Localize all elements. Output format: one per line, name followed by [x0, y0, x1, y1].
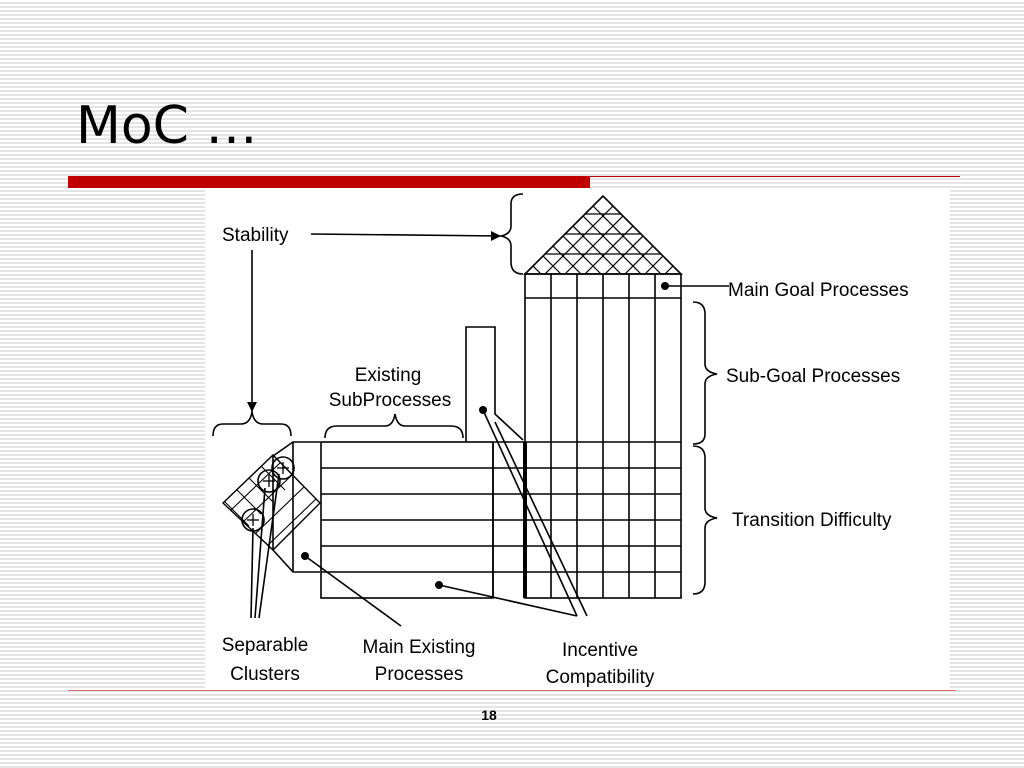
title-underline-line	[590, 176, 960, 177]
moc-diagram: Stability Main Goal Processes Sub-Goal P…	[205, 190, 950, 690]
brace-sub-goal	[692, 301, 718, 445]
label-transition-difficulty: Transition Difficulty	[732, 510, 892, 531]
label-processes: Processes	[375, 664, 464, 685]
label-compatibility: Compatibility	[546, 667, 655, 688]
label-stability: Stability	[222, 225, 289, 246]
leader-arrowheads	[247, 231, 501, 412]
slide-title: MoC …	[76, 96, 258, 156]
cluster-plus-signs	[247, 462, 289, 526]
roof-lattice	[525, 196, 681, 274]
brace-stability	[212, 411, 292, 437]
leader-lines	[250, 233, 729, 627]
label-existing: Existing	[355, 365, 422, 386]
label-main-goal-processes: Main Goal Processes	[728, 280, 909, 301]
main-goal-roof	[523, 194, 683, 275]
moc-diagram-svg: Stability Main Goal Processes Sub-Goal P…	[212, 193, 909, 688]
leader-dots	[301, 282, 669, 589]
label-subprocesses: SubProcesses	[329, 390, 452, 411]
label-incentive: Incentive	[562, 640, 638, 661]
brace-existing-sub	[324, 413, 464, 439]
chimney	[465, 326, 524, 442]
label-separable: Separable	[222, 635, 309, 656]
connector-tabs	[272, 441, 320, 573]
bold-divider	[523, 442, 527, 598]
separable-clusters-shape	[221, 454, 321, 551]
page-number: 18	[481, 707, 497, 723]
brace-transition	[692, 445, 718, 595]
label-clusters: Clusters	[230, 664, 300, 685]
title-underline-bar	[68, 176, 590, 188]
brace-roof	[500, 193, 524, 275]
label-sub-goal-processes: Sub-Goal Processes	[726, 366, 900, 387]
footer-rule	[68, 690, 956, 691]
label-main-existing: Main Existing	[363, 637, 476, 658]
